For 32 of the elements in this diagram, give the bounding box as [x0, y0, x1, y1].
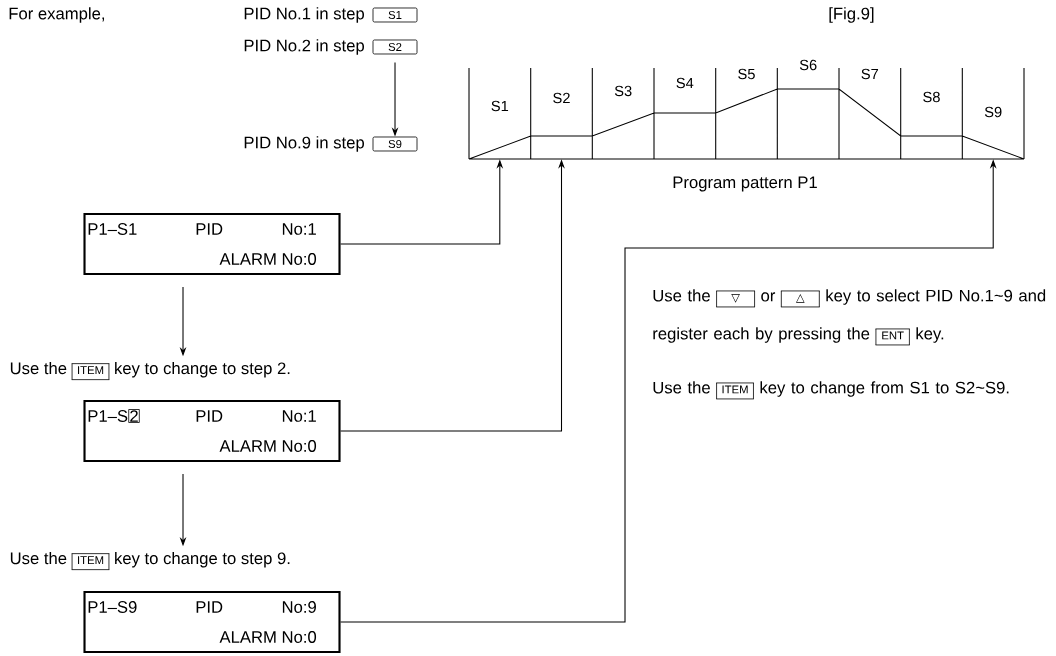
label-text: PID No.1 in step — [244, 7, 365, 23]
label: Use the — [653, 381, 710, 394]
label: key to select PID No.1~9 and — [826, 289, 1046, 305]
label: key to change from S1 to S2~S9. — [760, 381, 1009, 397]
label: key. — [916, 327, 944, 343]
label: register each by pressing the — [653, 327, 870, 343]
display-screen: P1–S1 PID No:1 ALARM No:0 — [83, 212, 341, 276]
chart-caption: Program pattern P1 — [673, 176, 817, 192]
label: ITEM — [722, 385, 748, 394]
step-label: S1 — [491, 100, 509, 112]
step-label: S8 — [923, 91, 940, 103]
digit-box: 2 — [128, 409, 140, 423]
step-label: S9 — [984, 106, 1002, 118]
label: ▽ — [731, 294, 740, 303]
label: or — [761, 292, 776, 302]
label: Use the — [653, 289, 710, 302]
label-text: PID No.9 in step — [244, 136, 365, 152]
step-label: S6 — [799, 59, 817, 71]
label-text: For example, — [9, 7, 104, 23]
instruction-text: Use the ITEM key to change to step 9. — [10, 551, 290, 571]
label: ENT — [882, 331, 904, 340]
instruction-text: Use the ▽ or △ key to select PID No.1~9 and register each by pressing the ENT key. Use the ITEM key to change from S1 to S2~S9. — [653, 289, 1046, 400]
instruction-text: Use the ITEM key to change to step 2. — [10, 361, 290, 381]
step-label: S2 — [553, 92, 570, 104]
step-label: S5 — [738, 68, 755, 80]
step-label: S3 — [614, 85, 632, 97]
display-screen: P1–S9 PID No:9 ALARM No:0 — [83, 590, 341, 654]
figure-number: [Fig.9] — [829, 7, 874, 23]
label: △ — [796, 294, 805, 303]
label-text: PID No.2 in step — [244, 39, 365, 55]
step-label: S7 — [861, 68, 879, 80]
step-label: S4 — [676, 77, 694, 89]
